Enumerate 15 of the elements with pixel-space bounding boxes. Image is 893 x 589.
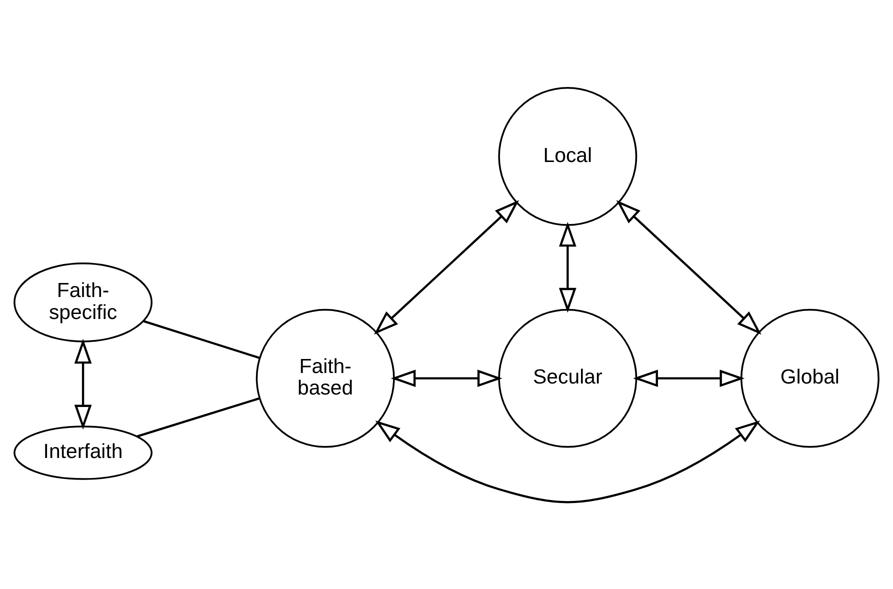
node-ellipse: Interfaith [14,425,153,480]
arrow [74,338,92,430]
arrow [390,369,502,387]
arrow [616,200,762,334]
arrow [633,369,745,387]
connector [136,396,260,437]
connector [143,320,260,358]
node-circle: Secular [498,308,638,448]
node-circle: Faith- based [256,308,395,448]
node-circle: Local [498,86,638,226]
arrow [374,200,520,334]
arrow [375,420,760,503]
arrow [558,221,576,312]
node-circle: Global [740,308,880,448]
node-ellipse: Faith- specific [14,262,153,342]
